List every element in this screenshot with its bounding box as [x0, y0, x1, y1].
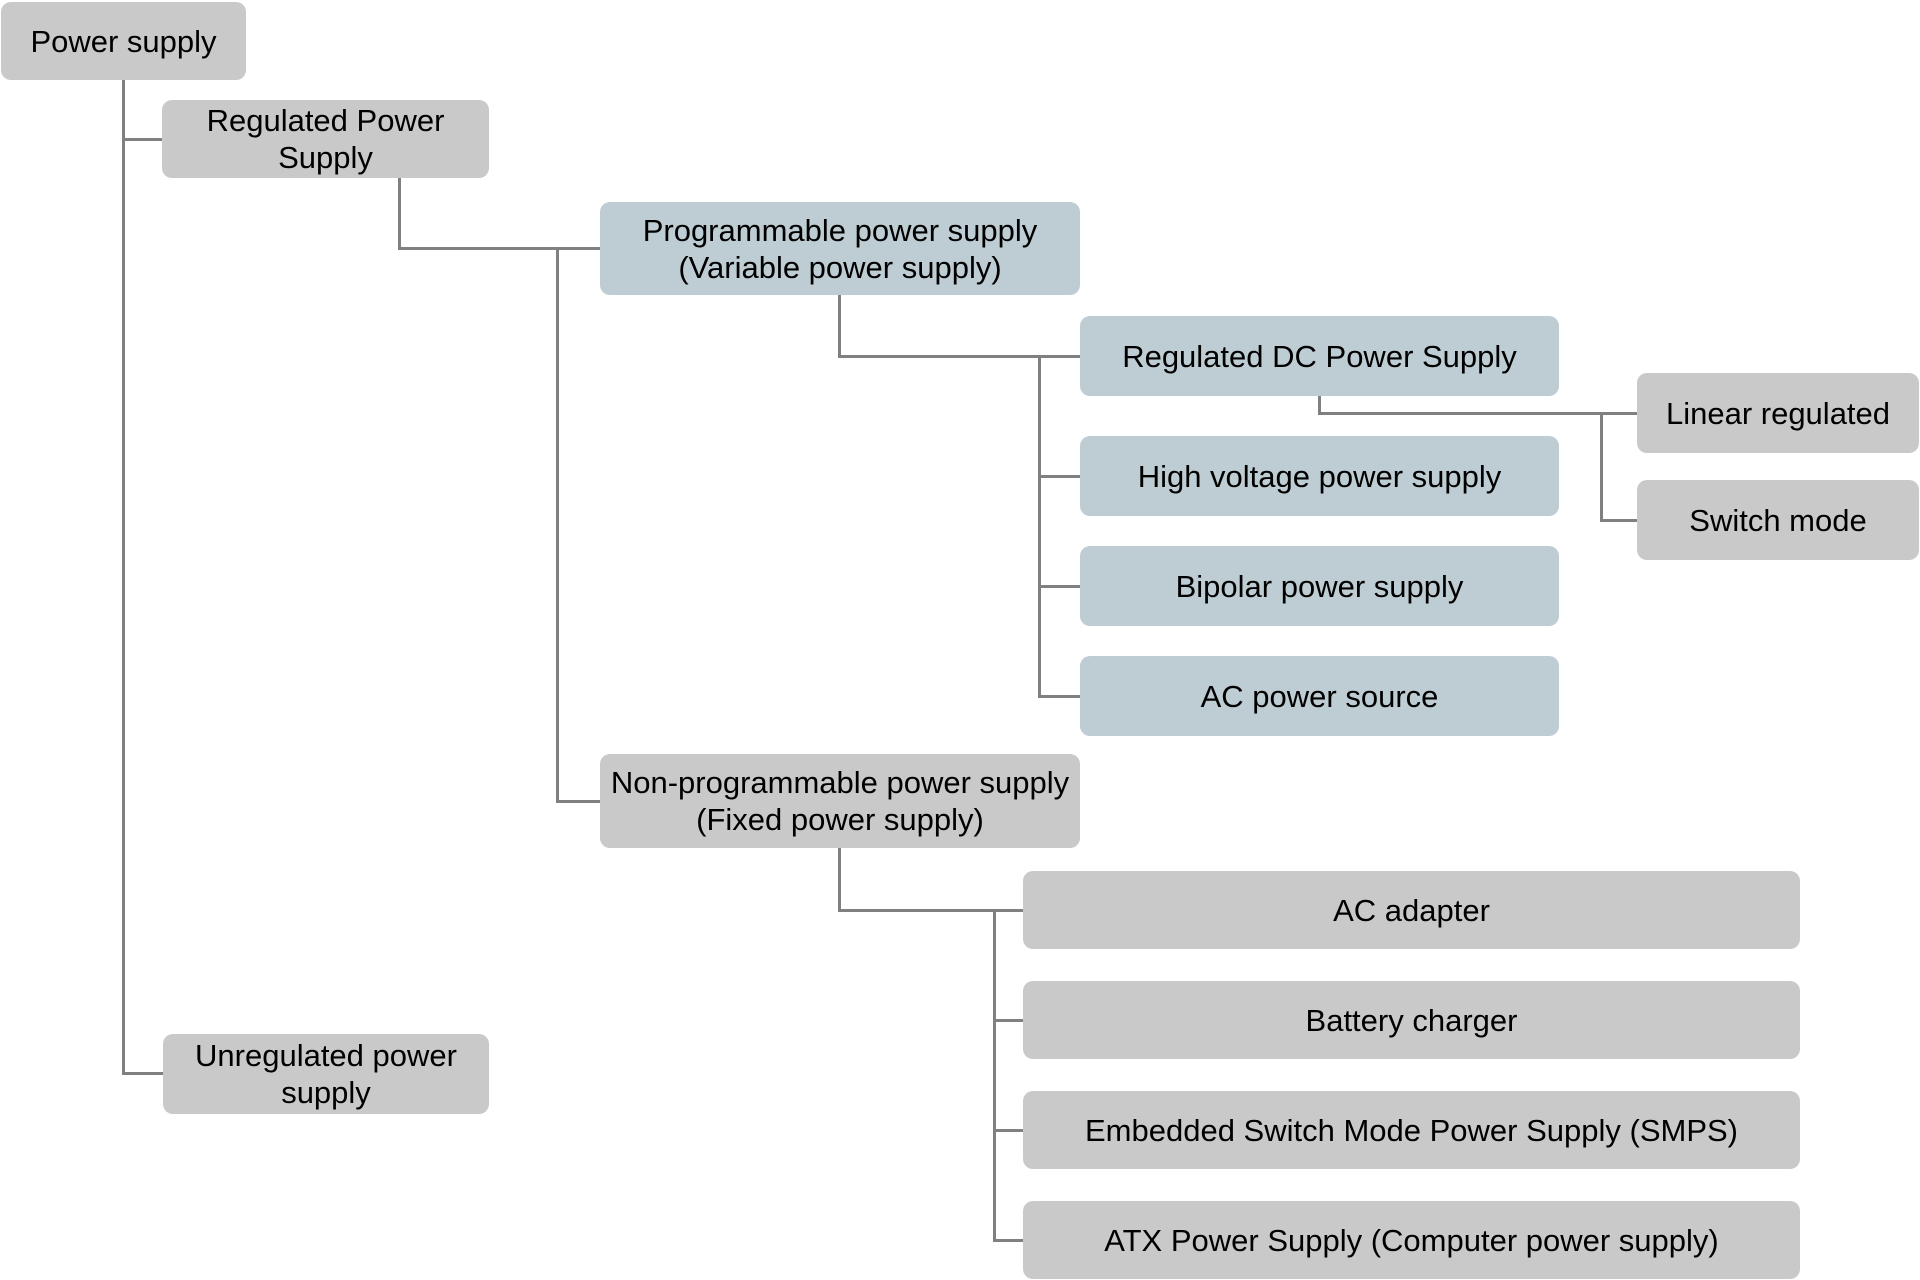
- node-label: AC adapter: [1333, 892, 1490, 928]
- connector-line: [1038, 475, 1080, 478]
- node-regulated-power-supply: Regulated Power Supply: [162, 100, 489, 178]
- node-label: Regulated Power Supply: [206, 103, 445, 175]
- node-embedded-smps: Embedded Switch Mode Power Supply (SMPS): [1023, 1091, 1800, 1169]
- connector-line: [1038, 585, 1080, 588]
- node-label: Power supply: [30, 23, 217, 59]
- connector-line: [838, 355, 1080, 358]
- node-label: Embedded Switch Mode Power Supply (SMPS): [1084, 1112, 1738, 1148]
- connector-line: [398, 247, 600, 250]
- node-linear-regulated: Linear regulated: [1637, 373, 1919, 453]
- node-switch-mode: Switch mode: [1637, 480, 1919, 560]
- node-atx-power-supply: ATX Power Supply (Computer power supply): [1023, 1201, 1800, 1279]
- node-label: Non-programmable power supply (Fixed pow…: [610, 765, 1070, 837]
- connector-line: [1318, 412, 1637, 415]
- node-programmable-power-supply: Programmable power supply (Variable powe…: [600, 202, 1080, 295]
- node-label: Linear regulated: [1665, 395, 1891, 431]
- node-label: Programmable power supply (Variable powe…: [642, 212, 1038, 285]
- node-label: Regulated DC Power Supply: [1122, 338, 1517, 374]
- node-label: High voltage power supply: [1137, 458, 1502, 494]
- connector-line: [1038, 695, 1080, 698]
- connector-line: [556, 800, 600, 803]
- connector-line: [122, 138, 162, 141]
- connector-line: [993, 1239, 1023, 1242]
- node-power-supply: Power supply: [1, 2, 246, 80]
- connector-line: [122, 1072, 163, 1075]
- node-ac-adapter: AC adapter: [1023, 871, 1800, 949]
- connector-line: [122, 80, 125, 1075]
- node-label: ATX Power Supply (Computer power supply): [1104, 1222, 1719, 1258]
- connector-line: [838, 848, 841, 912]
- connector-line: [993, 1129, 1023, 1132]
- connector-line: [1318, 396, 1321, 415]
- node-non-programmable-power-supply: Non-programmable power supply (Fixed pow…: [600, 754, 1080, 848]
- connector-line: [556, 247, 559, 803]
- node-bipolar-power-supply: Bipolar power supply: [1080, 546, 1559, 626]
- connector-line: [1600, 519, 1637, 522]
- connector-line: [1038, 355, 1041, 698]
- connector-line: [993, 1019, 1023, 1022]
- connector-line: [1600, 412, 1603, 522]
- node-label: Unregulated power supply: [195, 1038, 457, 1110]
- connector-line: [993, 909, 996, 1242]
- connector-line: [838, 909, 1023, 912]
- node-label: Bipolar power supply: [1175, 568, 1464, 604]
- node-label: Switch mode: [1689, 502, 1867, 538]
- connector-line: [838, 295, 841, 357]
- node-battery-charger: Battery charger: [1023, 981, 1800, 1059]
- node-unregulated-power-supply: Unregulated power supply: [163, 1034, 489, 1114]
- node-regulated-dc-power-supply: Regulated DC Power Supply: [1080, 316, 1559, 396]
- node-high-voltage-power-supply: High voltage power supply: [1080, 436, 1559, 516]
- node-ac-power-source: AC power source: [1080, 656, 1559, 736]
- node-label: Battery charger: [1305, 1002, 1518, 1038]
- connector-line: [398, 178, 401, 250]
- node-label: AC power source: [1200, 678, 1439, 714]
